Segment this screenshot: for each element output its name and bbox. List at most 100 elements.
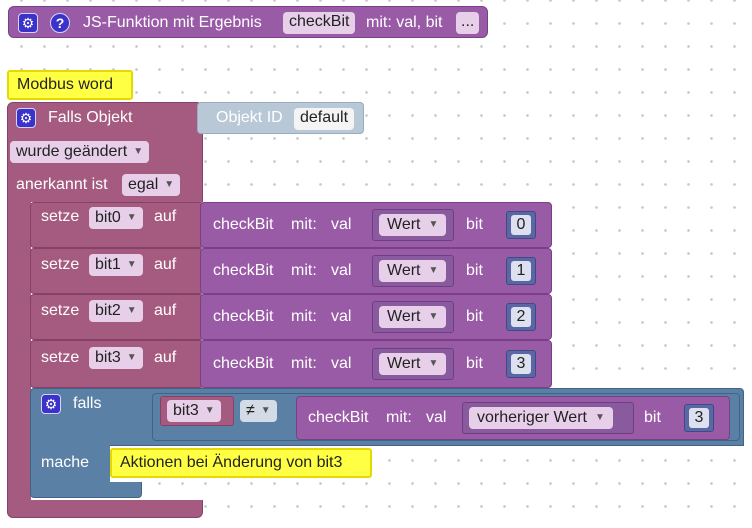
number-block[interactable]: 3 bbox=[684, 404, 714, 432]
previous-value-label: vorheriger Wert bbox=[477, 409, 587, 426]
variable-dropdown[interactable]: bit0 ▼ bbox=[89, 207, 143, 229]
operator-dropdown[interactable]: ≠ ▼ bbox=[240, 400, 277, 422]
chevron-down-icon: ▼ bbox=[126, 352, 137, 363]
object-id-block[interactable]: Objekt ID default bbox=[197, 102, 364, 134]
value-label: Wert bbox=[387, 216, 421, 233]
ack-label: anerkannt ist bbox=[16, 176, 108, 193]
variable-value: bit3 bbox=[95, 349, 121, 366]
variable-value: bit2 bbox=[95, 302, 121, 319]
function-prefix: JS-Funktion mit Ergebnis bbox=[83, 14, 262, 31]
number-field[interactable]: 3 bbox=[689, 408, 709, 428]
value-dropdown[interactable]: Wert ▼ bbox=[379, 306, 447, 328]
to-label: auf bbox=[154, 208, 177, 225]
value-label: Wert bbox=[387, 262, 421, 279]
with-label: mit: bbox=[386, 409, 412, 426]
bit-label: bit bbox=[466, 355, 483, 372]
number-field[interactable]: 0 bbox=[511, 215, 531, 235]
value-dropdown[interactable]: Wert ▼ bbox=[379, 214, 447, 236]
function-definition-block[interactable]: ⚙ ? JS-Funktion mit Ergebnis checkBit mi… bbox=[8, 6, 488, 38]
do-label: mache bbox=[41, 454, 90, 471]
chevron-down-icon: ▼ bbox=[260, 405, 271, 416]
chevron-down-icon: ▼ bbox=[594, 412, 605, 423]
value-block[interactable]: Wert ▼ bbox=[372, 301, 454, 333]
gear-icon[interactable]: ⚙ bbox=[41, 394, 61, 414]
gear-icon[interactable]: ⚙ bbox=[16, 108, 36, 128]
function-name-field[interactable]: checkBit bbox=[283, 12, 356, 34]
bit-label: bit bbox=[466, 216, 483, 233]
if-label: falls bbox=[73, 395, 102, 412]
chevron-down-icon: ▼ bbox=[126, 305, 137, 316]
set-label: setze bbox=[41, 256, 80, 273]
val-label: val bbox=[331, 355, 352, 372]
number-block[interactable]: 0 bbox=[506, 211, 536, 239]
if-block-bottom bbox=[30, 482, 142, 498]
number-field[interactable]: 2 bbox=[511, 307, 531, 327]
chevron-down-icon: ▼ bbox=[164, 179, 175, 190]
set-label: setze bbox=[41, 208, 80, 225]
condition-value: wurde geändert bbox=[16, 143, 128, 160]
value-dropdown[interactable]: Wert ▼ bbox=[379, 353, 447, 375]
condition-dropdown[interactable]: wurde geändert ▼ bbox=[10, 141, 150, 163]
comment-actions[interactable]: Aktionen bei Änderung von bit3 bbox=[110, 448, 372, 478]
val-label: val bbox=[331, 216, 352, 233]
chevron-down-icon: ▼ bbox=[428, 219, 439, 230]
function-call-name: checkBit bbox=[213, 262, 274, 279]
with-label: mit: bbox=[291, 216, 317, 233]
variable-get-block[interactable]: bit3 ▼ bbox=[160, 396, 234, 426]
number-field[interactable]: 1 bbox=[511, 261, 531, 281]
chevron-down-icon: ▼ bbox=[126, 212, 137, 223]
trigger-block-bottom bbox=[7, 500, 203, 518]
value-block[interactable]: Wert ▼ bbox=[372, 209, 454, 241]
val-label: val bbox=[331, 262, 352, 279]
with-label: mit: bbox=[291, 355, 317, 372]
set-label: setze bbox=[41, 349, 80, 366]
to-label: auf bbox=[154, 302, 177, 319]
number-block[interactable]: 2 bbox=[506, 303, 536, 331]
object-id-field[interactable]: default bbox=[294, 108, 355, 130]
chevron-down-icon: ▼ bbox=[204, 405, 215, 416]
trigger-title: Falls Objekt bbox=[48, 109, 133, 126]
chevron-down-icon: ▼ bbox=[126, 259, 137, 270]
comment-modbus-word[interactable]: Modbus word bbox=[7, 70, 133, 100]
gear-icon[interactable]: ⚙ bbox=[18, 13, 38, 33]
ack-dropdown[interactable]: egal ▼ bbox=[122, 174, 181, 196]
trigger-block-spine bbox=[7, 200, 31, 506]
function-more-button[interactable]: ... bbox=[456, 12, 480, 34]
number-block[interactable]: 1 bbox=[506, 257, 536, 285]
value-block[interactable]: Wert ▼ bbox=[372, 348, 454, 380]
variable-dropdown[interactable]: bit3 ▼ bbox=[89, 347, 143, 369]
val-label: val bbox=[426, 409, 447, 426]
value-label: Wert bbox=[387, 355, 421, 372]
operator-value: ≠ bbox=[246, 402, 255, 419]
with-label: mit: bbox=[291, 308, 317, 325]
function-params: mit: val, bit bbox=[366, 14, 443, 31]
help-icon[interactable]: ? bbox=[50, 13, 70, 33]
variable-value: bit0 bbox=[95, 209, 121, 226]
previous-value-block[interactable]: vorheriger Wert ▼ bbox=[462, 402, 634, 434]
previous-value-dropdown[interactable]: vorheriger Wert ▼ bbox=[469, 407, 613, 429]
function-call-name: checkBit bbox=[213, 308, 274, 325]
bit-label: bit bbox=[644, 409, 661, 426]
number-block[interactable]: 3 bbox=[506, 350, 536, 378]
variable-dropdown[interactable]: bit2 ▼ bbox=[89, 300, 143, 322]
compare-variable-dropdown[interactable]: bit3 ▼ bbox=[167, 400, 221, 422]
val-label: val bbox=[331, 308, 352, 325]
bit-label: bit bbox=[466, 262, 483, 279]
chevron-down-icon: ▼ bbox=[133, 146, 144, 157]
chevron-down-icon: ▼ bbox=[428, 358, 439, 369]
ack-value: egal bbox=[128, 176, 159, 193]
function-call-name: checkBit bbox=[213, 355, 274, 372]
to-label: auf bbox=[154, 349, 177, 366]
to-label: auf bbox=[154, 256, 177, 273]
chevron-down-icon: ▼ bbox=[428, 265, 439, 276]
variable-dropdown[interactable]: bit1 ▼ bbox=[89, 254, 143, 276]
function-call-name: checkBit bbox=[308, 409, 369, 426]
variable-value: bit1 bbox=[95, 256, 121, 273]
number-field[interactable]: 3 bbox=[511, 354, 531, 374]
value-label: Wert bbox=[387, 308, 421, 325]
function-call-name: checkBit bbox=[213, 216, 274, 233]
value-dropdown[interactable]: Wert ▼ bbox=[379, 260, 447, 282]
chevron-down-icon: ▼ bbox=[428, 311, 439, 322]
value-block[interactable]: Wert ▼ bbox=[372, 255, 454, 287]
object-id-label: Objekt ID bbox=[216, 109, 283, 126]
